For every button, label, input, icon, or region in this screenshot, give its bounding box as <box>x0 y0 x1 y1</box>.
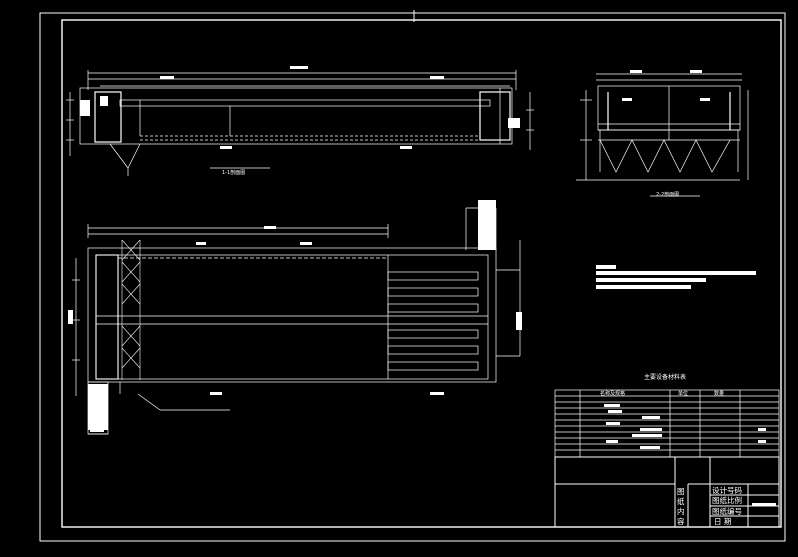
longitudinal-section <box>66 70 534 176</box>
title-block-date: 日 期 <box>714 517 732 526</box>
equipment-table-title: 主要设备材料表 <box>644 374 687 381</box>
table-header-qty: 数量 <box>714 391 725 397</box>
plan-view <box>72 207 521 435</box>
title-block-vertical-4: 容 <box>677 517 685 526</box>
title-block-vertical-1: 图 <box>677 487 685 496</box>
truss-hatch <box>121 239 141 380</box>
table-header-unit: 单位 <box>678 391 689 397</box>
cross-section-caption: 2-2剖面图 <box>656 192 680 198</box>
title-block-vertical-3: 内 <box>677 507 685 516</box>
title-block <box>554 456 780 528</box>
table-header-name: 名称及规格 <box>600 391 626 397</box>
title-block-scale: 图纸比例 <box>712 496 742 505</box>
title-block-drawing-no: 图纸编号 <box>712 507 742 516</box>
equipment-table <box>554 389 780 458</box>
equipment-table-cells <box>604 404 766 449</box>
long-section-caption: 1-1剖面图 <box>222 170 246 176</box>
dimension-marks <box>68 66 756 432</box>
outer-frame <box>39 12 786 542</box>
title-block-vertical-2: 纸 <box>677 497 685 506</box>
cross-section <box>576 73 749 197</box>
inner-frame <box>61 19 782 528</box>
title-block-mark <box>752 503 776 506</box>
title-block-design-no: 设计号码 <box>712 486 742 495</box>
